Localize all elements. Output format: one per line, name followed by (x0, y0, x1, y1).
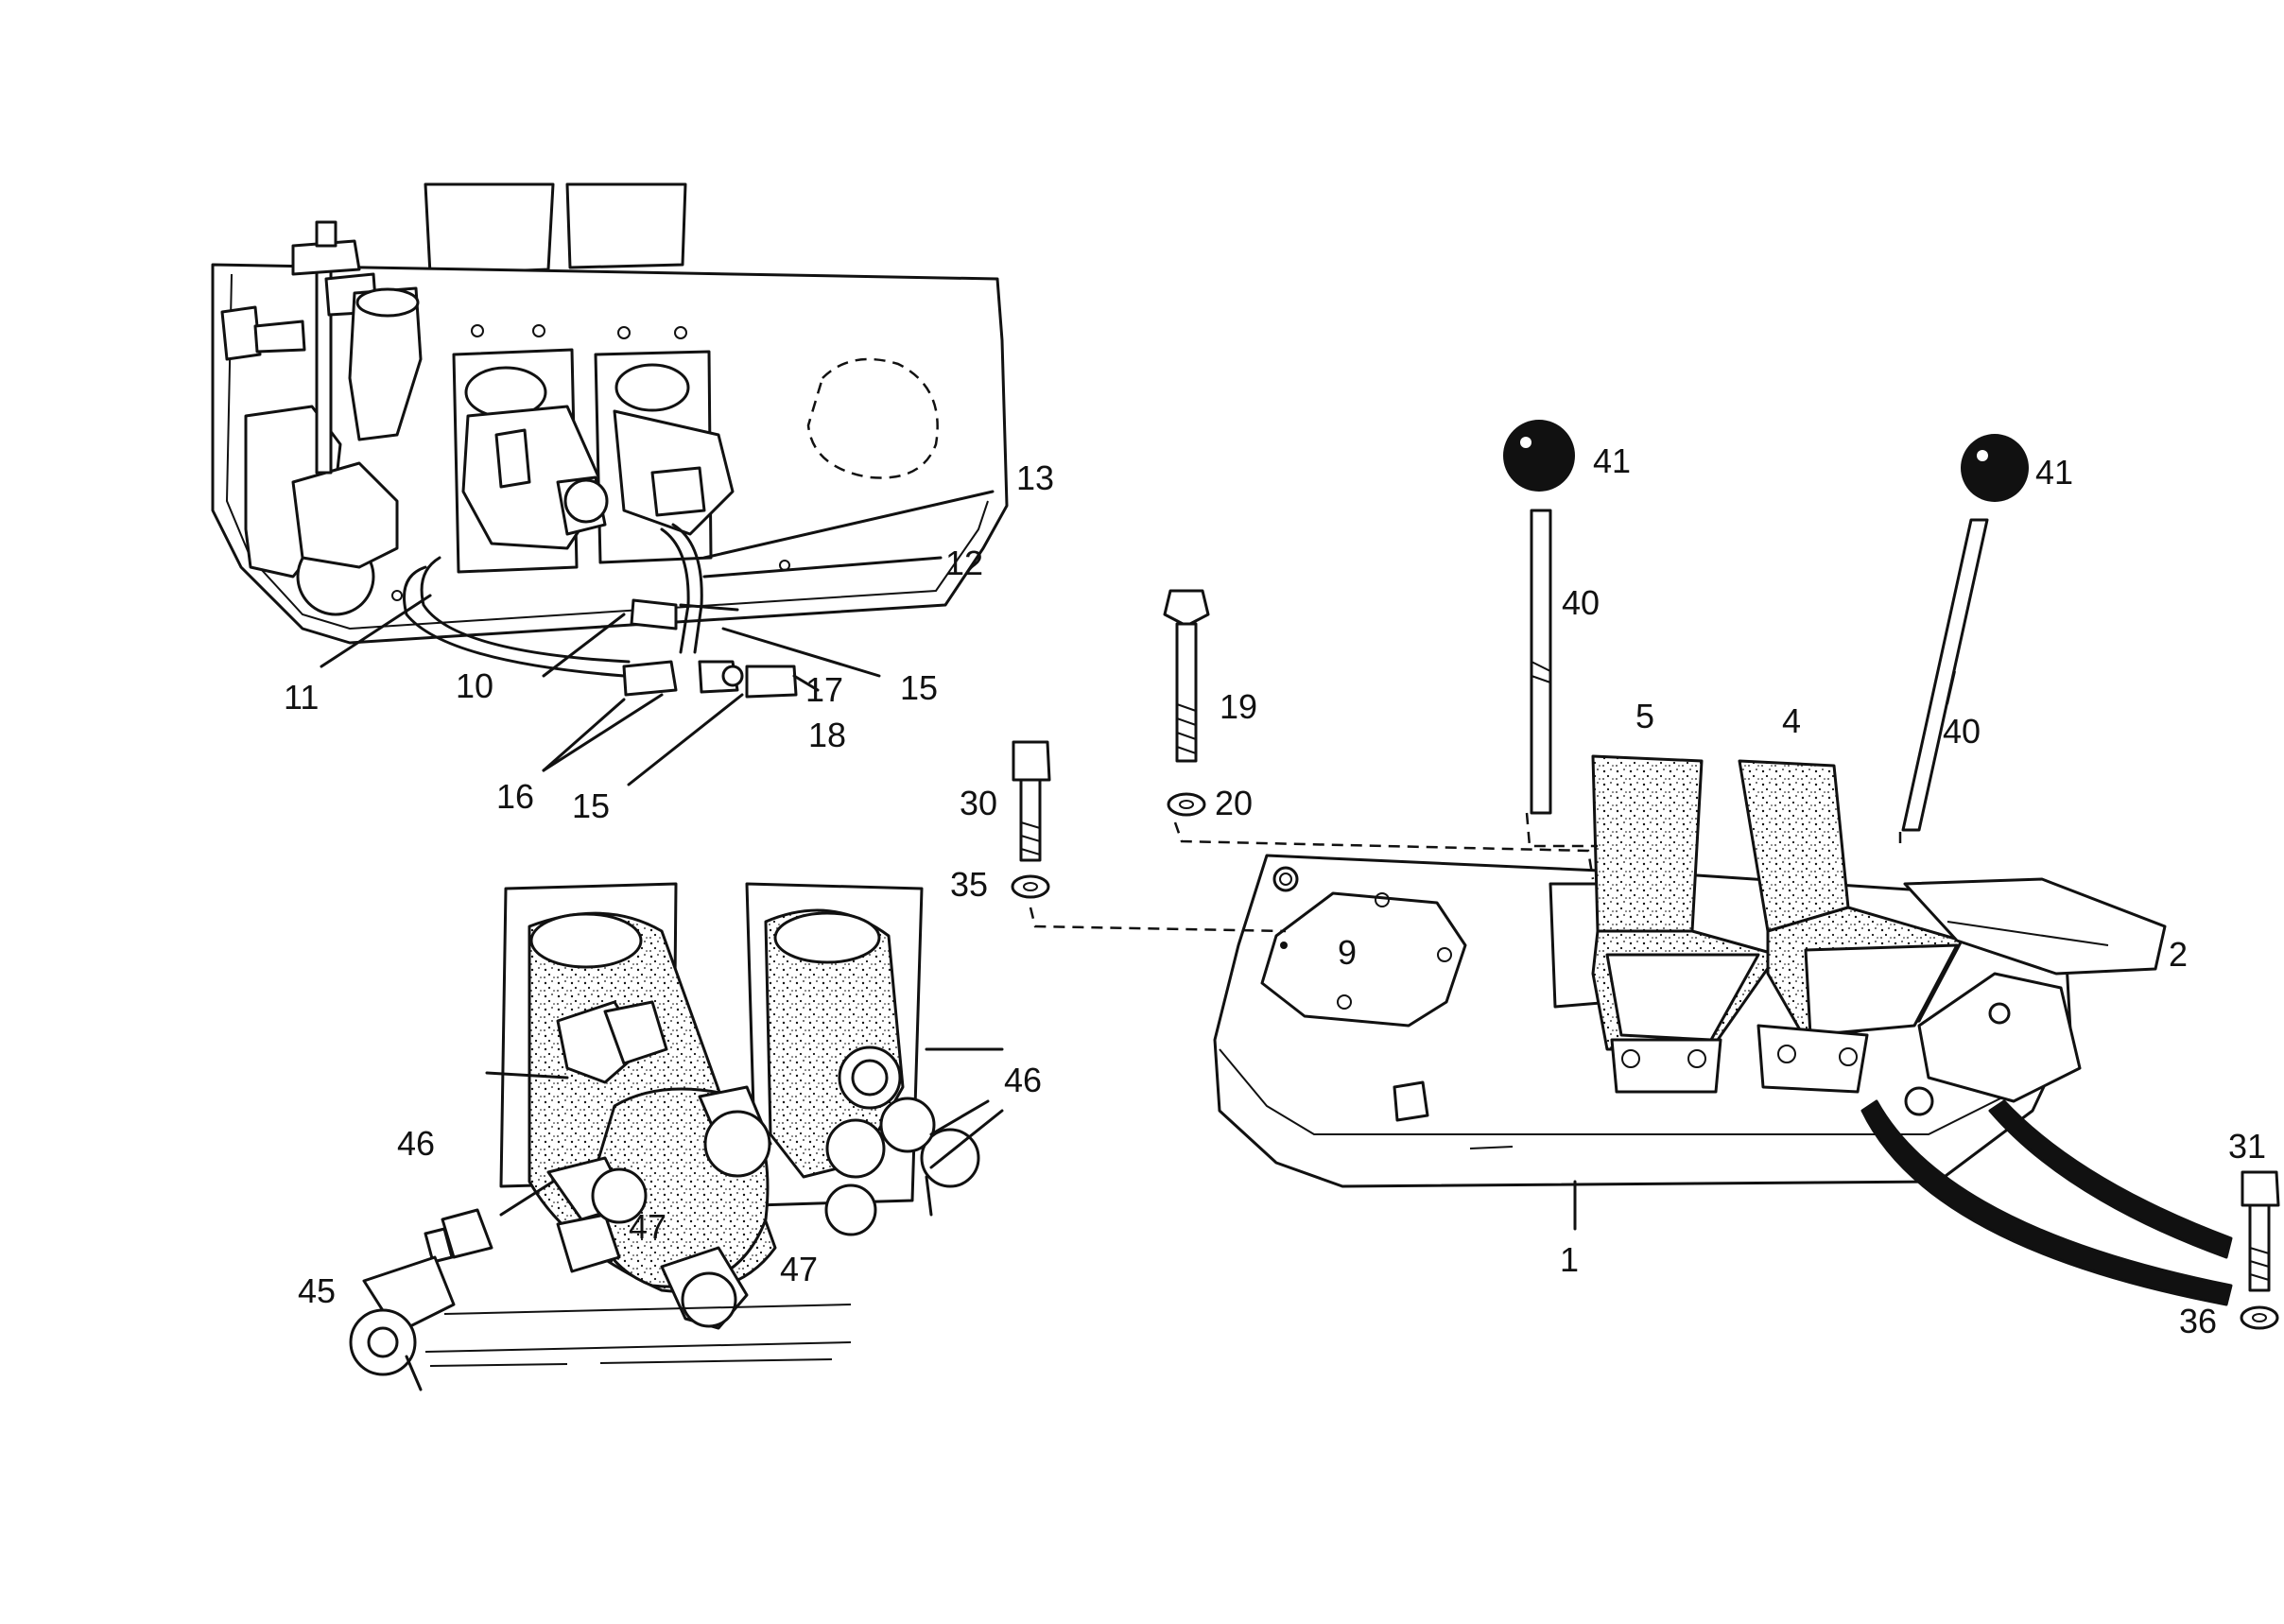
callout-19: 19 (1220, 687, 1257, 726)
callout-15-lower: 15 (572, 786, 610, 825)
callout-18: 18 (808, 716, 846, 754)
callout-1: 1 (1560, 1240, 1579, 1279)
upper-left-valve-assembly (211, 182, 1009, 699)
callout-10: 10 (456, 666, 493, 705)
callout-15-upper: 15 (900, 668, 938, 707)
callout-40-right: 40 (1943, 712, 1981, 751)
callout-17: 17 (805, 670, 843, 709)
callout-labels: 1 2 4 5 9 10 11 12 13 15 15 16 17 18 19 … (284, 441, 2266, 1340)
callout-35: 35 (950, 865, 988, 904)
callout-13: 13 (1016, 458, 1054, 497)
pedal-base-assembly (1029, 754, 2233, 1306)
lower-left-pump-detail (349, 882, 1004, 1391)
callout-41-right: 41 (2035, 453, 2073, 492)
callout-45: 45 (298, 1271, 336, 1310)
callout-12: 12 (945, 544, 983, 582)
callout-2: 2 (2169, 935, 2188, 974)
callout-4: 4 (1782, 701, 1801, 740)
callout-9: 9 (1338, 933, 1357, 972)
callout-40-left: 40 (1562, 583, 1600, 622)
callout-20: 20 (1215, 784, 1253, 822)
callout-31: 31 (2228, 1127, 2266, 1166)
callout-41-left: 41 (1593, 441, 1631, 480)
callout-47-right: 47 (780, 1250, 818, 1288)
callout-46-right: 46 (1004, 1061, 1042, 1099)
callout-5: 5 (1635, 697, 1654, 735)
loose-hardware (1011, 420, 2280, 1330)
callout-30: 30 (960, 784, 997, 822)
callout-46-left: 46 (397, 1124, 435, 1163)
callout-16: 16 (496, 777, 534, 816)
callout-47-left: 47 (629, 1207, 666, 1246)
callout-36: 36 (2179, 1302, 2217, 1340)
leader-lines (320, 490, 995, 786)
callout-11: 11 (284, 678, 319, 717)
